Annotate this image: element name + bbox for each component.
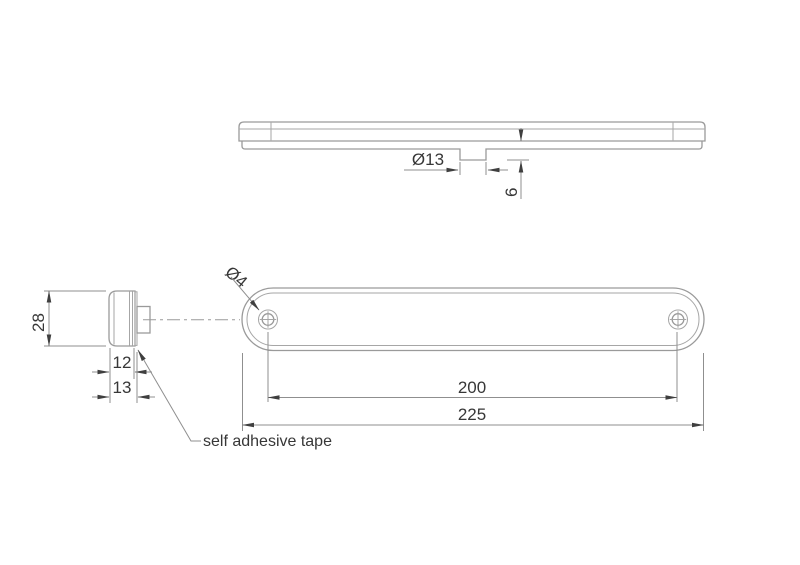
dim-12-text: 12 xyxy=(113,353,132,372)
dim-hole-diameter: Ø4 xyxy=(221,263,260,311)
top-view-housing-outline xyxy=(238,121,706,142)
mount-hole-left-boss xyxy=(258,309,278,330)
dim-depth-with-tape: 13 xyxy=(92,352,155,403)
dim-depth-without-tape: 12 xyxy=(92,348,152,403)
front-view-outer-outline xyxy=(241,287,705,352)
mount-hole-left-crosshair xyxy=(259,311,277,328)
dim-200-text: 200 xyxy=(458,378,486,397)
tape-leader-line xyxy=(137,349,201,442)
front-view-inner-outline xyxy=(246,292,700,346)
tape-label: self adhesive tape xyxy=(203,433,332,450)
dim-hole-spacing: 200 xyxy=(267,332,678,402)
mount-hole-right-crosshair xyxy=(669,311,687,328)
front-view xyxy=(241,287,705,352)
dim-hole-diameter-text: Ø4 xyxy=(221,263,251,292)
mount-hole-left xyxy=(258,309,278,330)
mount-hole-right-boss xyxy=(668,309,688,330)
top-profile-view xyxy=(238,121,706,161)
dim-13-text: 13 xyxy=(113,378,132,397)
dim-225-text: 225 xyxy=(458,405,486,424)
mount-hole-right xyxy=(668,309,688,330)
side-end-view xyxy=(108,290,240,347)
dim-connector-height: 6 xyxy=(502,128,529,199)
tape-callout: self adhesive tape xyxy=(137,349,332,450)
dim-body-height-text: 28 xyxy=(29,313,48,332)
dim-connector-height-text: 6 xyxy=(502,188,521,197)
dim-connector-diameter: Ø13 xyxy=(404,150,508,175)
dim-hole-diameter-leader xyxy=(230,276,260,311)
dim-total-length: 225 xyxy=(242,353,704,431)
side-view-body-outline xyxy=(108,290,136,347)
dim-body-height: 28 xyxy=(29,290,106,347)
top-view-base-strip xyxy=(241,141,703,161)
dim-connector-diameter-text: Ø13 xyxy=(412,150,444,169)
